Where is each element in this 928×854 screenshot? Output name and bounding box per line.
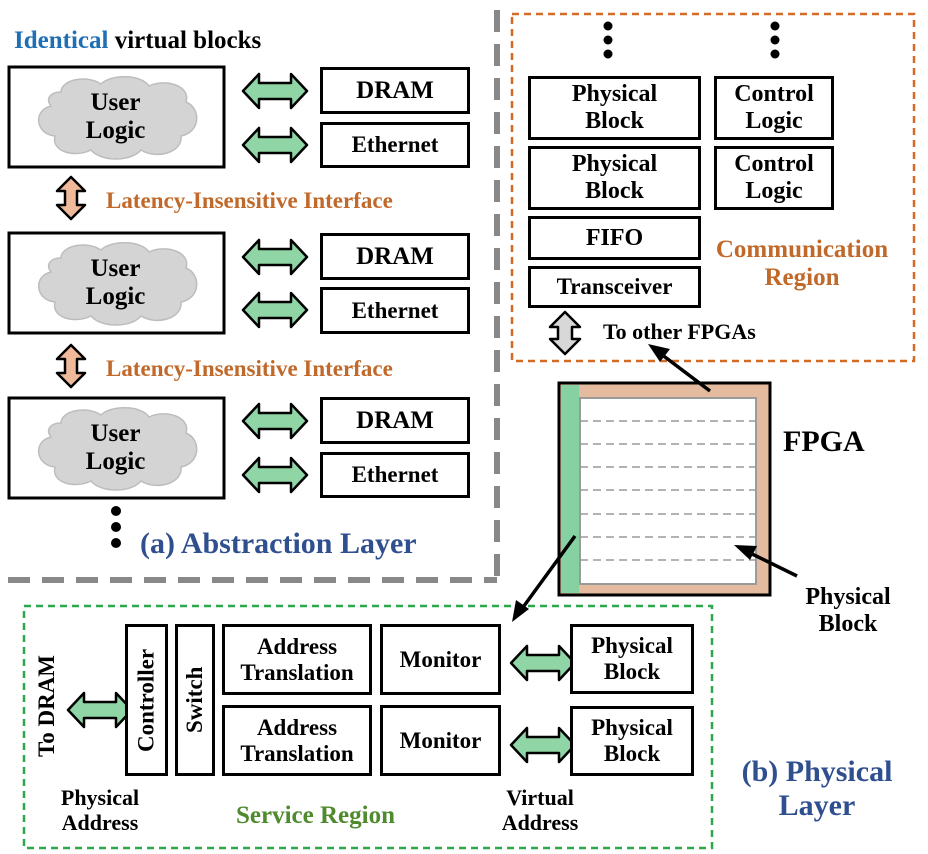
- address-translation-block: Address Translation: [222, 705, 372, 776]
- to-dram-label: To DRAM: [34, 654, 60, 758]
- fifo-block: FIFO: [528, 216, 701, 260]
- pointer-arrowhead: [734, 545, 757, 560]
- abstraction-heading: Identical virtual blocks: [14, 27, 262, 54]
- fpga-label: FPGA: [783, 425, 865, 459]
- physical-block: Physical Block: [528, 146, 701, 210]
- double-arrow-icon: [241, 72, 309, 110]
- service-region-border: [22, 604, 714, 850]
- fpga-fabric: [579, 397, 757, 585]
- ethernet-block: Ethernet: [320, 452, 470, 498]
- ethernet-block: Ethernet: [320, 122, 470, 168]
- double-arrow-icon: [241, 238, 309, 276]
- virtual-address-label: Virtual Address: [501, 785, 579, 835]
- fpga-communication-strip: [561, 385, 579, 593]
- address-translation-block: Address Translation: [222, 624, 372, 695]
- physical-address-label: Physical Address: [60, 785, 140, 835]
- vertical-arrow-icon: [55, 175, 87, 221]
- abstraction-layer-label: (a) Abstraction Layer: [140, 527, 417, 561]
- physical-block-label: Physical Block: [805, 584, 891, 637]
- physical-block: Physical Block: [528, 76, 701, 140]
- control-logic-block: Control Logic: [714, 76, 834, 140]
- double-arrow-icon: [241, 291, 309, 329]
- dram-block: DRAM: [320, 67, 470, 114]
- control-logic-block: Control Logic: [714, 146, 834, 210]
- to-other-fpgas-label: To other FPGAs: [603, 318, 756, 344]
- pointer-arrowhead: [648, 344, 670, 362]
- transceiver-block: Transceiver: [528, 266, 701, 308]
- double-arrow-icon: [241, 402, 309, 440]
- user-logic-label: User Logic: [85, 420, 146, 475]
- vertical-arrow-icon: [55, 343, 87, 389]
- user-logic-label: User Logic: [85, 255, 146, 310]
- service-region-label: Service Region: [236, 802, 395, 829]
- physical-block: Physical Block: [570, 706, 694, 776]
- interface-label: Latency-Insensitive Interface: [106, 356, 393, 382]
- user-logic-label: User Logic: [85, 89, 146, 144]
- communication-region-border: [510, 12, 916, 363]
- monitor-block: Monitor: [380, 624, 501, 695]
- double-arrow-icon: [509, 644, 577, 682]
- double-arrow-icon: [241, 456, 309, 494]
- communication-region-label: Communication Region: [715, 236, 889, 291]
- double-arrow-icon: [509, 726, 577, 764]
- physical-layer-label: (b) Physical Layer: [741, 755, 893, 822]
- double-arrow-icon: [241, 126, 309, 164]
- pointer-arrowhead: [512, 600, 529, 622]
- switch-block: Switch: [175, 624, 215, 776]
- physical-block: Physical Block: [570, 624, 694, 694]
- interface-label: Latency-Insensitive Interface: [106, 188, 393, 214]
- dram-block: DRAM: [320, 397, 470, 444]
- monitor-block: Monitor: [380, 705, 501, 776]
- dram-block: DRAM: [320, 233, 470, 280]
- vertical-arrow-icon: [548, 310, 582, 356]
- double-arrow-icon: [66, 691, 134, 729]
- ethernet-block: Ethernet: [320, 287, 470, 334]
- controller-block: Controller: [125, 624, 168, 776]
